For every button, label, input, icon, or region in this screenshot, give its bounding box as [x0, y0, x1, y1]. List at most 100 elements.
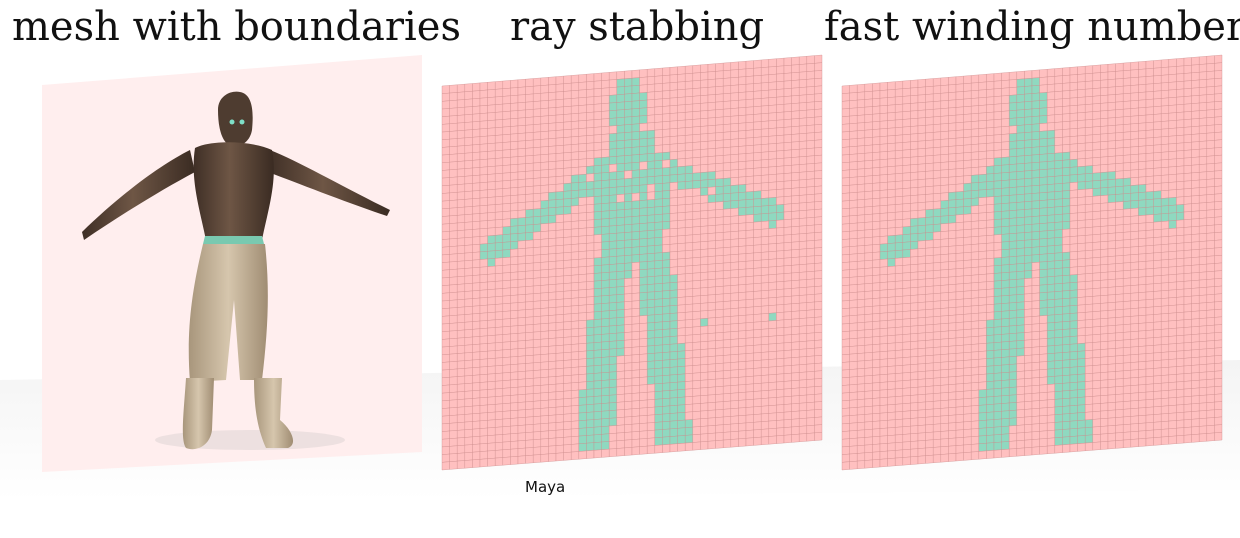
grid-cell: [1145, 191, 1154, 200]
grid-cell: [1100, 333, 1109, 343]
grid-cell: [849, 169, 858, 178]
grid-cell: [677, 81, 686, 91]
grid-cell: [1130, 423, 1139, 432]
grid-cell: [1107, 432, 1116, 442]
grid-cell: [1161, 243, 1169, 253]
grid-cell: [495, 180, 503, 190]
grid-cell: [1168, 250, 1177, 260]
grid-cell: [1176, 65, 1185, 75]
grid-cell: [841, 238, 850, 248]
grid-cell: [1153, 352, 1162, 361]
grid-cell: [753, 413, 762, 423]
grid-cell: [910, 94, 919, 104]
grid-cell: [525, 331, 534, 341]
grid-cell: [738, 368, 747, 378]
grid-cell: [1100, 141, 1109, 150]
grid-cell: [571, 366, 579, 376]
grid-cell: [849, 253, 858, 263]
grid-cell: [783, 172, 792, 182]
grid-cell: [1191, 218, 1200, 228]
grid-cell: [555, 275, 564, 285]
grid-cell: [1123, 393, 1131, 402]
grid-cell: [457, 299, 465, 308]
grid-cell: [1153, 429, 1162, 438]
grid-cell: [895, 165, 903, 175]
grid-cell: [857, 199, 865, 208]
grid-cell: [1009, 163, 1017, 173]
grid-cell: [1054, 229, 1063, 239]
grid-cell: [1168, 274, 1177, 283]
grid-cell: [879, 289, 888, 299]
grid-cell: [1168, 73, 1177, 83]
grid-cell: [654, 175, 663, 185]
grid-cell: [1214, 409, 1223, 418]
grid-cell: [1001, 233, 1010, 243]
grid-cell: [1115, 78, 1124, 87]
grid-cell: [715, 378, 724, 388]
grid-cell: [654, 198, 663, 208]
grid-cell: [517, 248, 526, 257]
grid-cell: [1183, 188, 1192, 197]
grid-cell: [472, 366, 481, 376]
grid-cell: [1123, 308, 1131, 318]
grid-cell: [654, 313, 663, 323]
grid-cell: [730, 354, 739, 363]
grid-cell: [879, 443, 888, 452]
grid-cell: [1161, 313, 1169, 322]
grid-cell: [715, 116, 724, 126]
grid-cell: [441, 354, 450, 363]
grid-cell: [464, 252, 473, 261]
grid-cell: [609, 417, 617, 427]
grid-cell: [677, 73, 686, 83]
grid-cell: [715, 386, 724, 395]
grid-cell: [1206, 417, 1215, 426]
grid-cell: [479, 427, 488, 437]
grid-cell: [730, 277, 739, 286]
grid-cell: [1123, 108, 1131, 118]
grid-cell: [879, 297, 888, 306]
grid-cell: [647, 299, 655, 308]
grid-cell: [1069, 335, 1078, 345]
grid-cell: [677, 189, 686, 198]
grid-cell: [1199, 379, 1207, 389]
grid-cell: [1001, 410, 1010, 420]
grid-cell: [700, 279, 709, 289]
grid-cell: [879, 166, 888, 176]
grid-cell: [895, 234, 903, 244]
grid-cell: [1031, 431, 1040, 440]
grid-cell: [1039, 353, 1048, 363]
grid-cell: [616, 332, 625, 342]
grid-cell: [601, 264, 610, 274]
grid-cell: [1138, 268, 1147, 278]
grid-cell: [647, 99, 655, 108]
grid-cell: [895, 357, 903, 367]
grid-cell: [738, 391, 747, 401]
grid-cell: [1077, 350, 1086, 360]
grid-cell: [971, 82, 979, 92]
grid-cell: [654, 352, 663, 362]
grid-cell: [487, 250, 496, 260]
grid-cell: [1001, 249, 1010, 258]
grid-cell: [806, 55, 815, 65]
grid-cell: [814, 247, 823, 256]
grid-cell: [464, 106, 473, 116]
grid-cell: [495, 349, 503, 359]
grid-cell: [525, 347, 534, 357]
grid-cell: [933, 185, 941, 195]
grid-cell: [700, 179, 709, 189]
grid-cell: [925, 324, 934, 333]
grid-cell: [791, 102, 800, 112]
grid-cell: [1077, 327, 1086, 337]
grid-cell: [517, 148, 526, 157]
grid-cell: [1130, 346, 1139, 356]
grid-cell: [879, 343, 888, 352]
grid-cell: [1024, 224, 1033, 233]
grid-cell: [887, 427, 896, 436]
grid-cell: [841, 315, 850, 325]
grid-cell: [761, 159, 769, 168]
grid-cell: [441, 323, 450, 332]
grid-cell: [707, 78, 716, 88]
grid-cell: [609, 363, 617, 373]
grid-cell: [1069, 243, 1078, 253]
grid-cell: [917, 324, 926, 334]
